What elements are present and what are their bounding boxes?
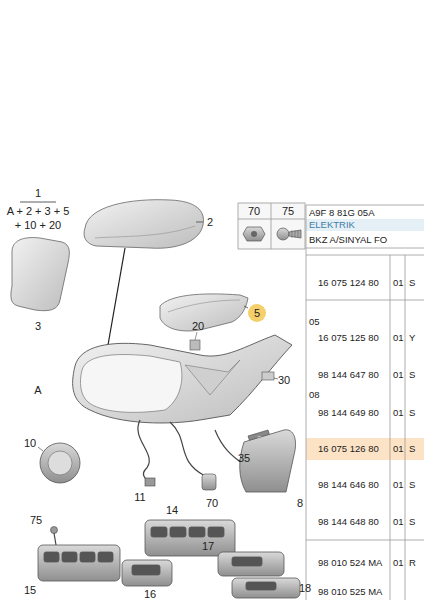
table-cell: S	[409, 278, 415, 288]
callout-number: A	[34, 384, 41, 396]
callout-number: 5	[254, 307, 260, 319]
table-cell: 01	[393, 517, 404, 527]
table-cell: S	[409, 517, 415, 527]
table-cell: 16 075 126 80	[318, 444, 379, 454]
mirror-cap	[84, 200, 203, 249]
table-cell: A9F 8 81G 05A	[309, 208, 374, 218]
callout-number: 70	[206, 497, 218, 509]
table-cell: 98 010 525 MA	[318, 587, 382, 597]
callout-number: 75	[30, 514, 42, 526]
table-cell: ELEKTRIK	[309, 220, 355, 230]
mirror-motor	[38, 443, 80, 483]
table-cell: 01	[393, 408, 404, 418]
mirror-glass	[11, 238, 69, 311]
table-cell: 16 075 125 80	[318, 333, 379, 343]
table-cell: 16 075 124 80	[318, 278, 379, 288]
callout-number: 16	[144, 588, 156, 600]
callout-number: 10	[24, 437, 36, 449]
callout-number: + 10 + 20	[15, 219, 62, 231]
table-cell: 98 010 524 MA	[318, 558, 382, 568]
table-grid	[306, 205, 424, 600]
table-cell: 98 144 648 80	[318, 517, 379, 527]
table-cell: 98 144 647 80	[318, 370, 379, 380]
table-cell: 05	[309, 317, 320, 327]
table-cell: R	[409, 558, 416, 568]
callout-number: 35	[238, 452, 250, 464]
table-cell: Y	[409, 333, 415, 343]
table-cell: S	[409, 408, 415, 418]
fastener-box	[238, 203, 305, 249]
window-switches	[38, 520, 300, 598]
callout-number: 8	[297, 497, 303, 509]
callout-number: 2	[207, 216, 213, 228]
callout-number: 20	[192, 320, 204, 332]
table-cell: 01	[393, 370, 404, 380]
callout-number: 70	[248, 205, 260, 217]
table-cell: 98 144 649 80	[318, 408, 379, 418]
callout-number: 1	[35, 187, 41, 199]
table-cell: S	[409, 480, 415, 490]
table-cell: 98 144 646 80	[318, 480, 379, 490]
table-cell: BKZ A/SINYAL FO	[309, 235, 387, 245]
callout-number: 18	[299, 582, 311, 594]
callout-number: 30	[278, 374, 290, 386]
table-cell: 08	[309, 390, 320, 400]
mirror-housing	[73, 335, 292, 423]
callout-number: 11	[134, 491, 145, 503]
table-cell: 01	[393, 278, 404, 288]
table-cell: S	[409, 444, 415, 454]
callout-number: A + 2 + 3 + 5	[7, 205, 70, 217]
callout-number: 15	[24, 584, 36, 596]
table-cell: 01	[393, 558, 404, 568]
callout-number: 75	[282, 205, 294, 217]
table-cell: 01	[393, 333, 404, 343]
table-cell: 01	[393, 480, 404, 490]
table-cell: S	[409, 370, 415, 380]
callout-number: 14	[166, 504, 178, 516]
callout-circle: 5	[248, 304, 266, 322]
table-cell: 01	[393, 444, 404, 454]
callout-number: 17	[202, 540, 214, 552]
callout-number: 3	[35, 320, 41, 332]
